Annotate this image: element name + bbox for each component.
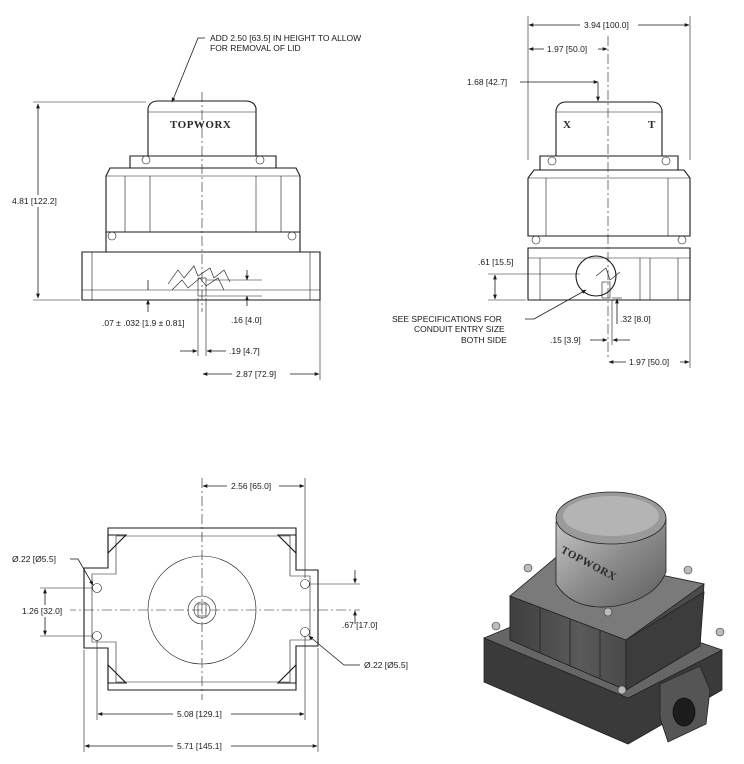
top-hole-dia-top: Ø.22 [Ø5.5] [12, 554, 56, 564]
front-brand-text: TOPWORX [170, 119, 231, 131]
side-half-width-bottom-dim: 1.97 [50.0] [629, 357, 669, 367]
top-hole-spacing-dim: 1.26 [32.0] [22, 606, 62, 616]
side-conduit-note-line3: BOTH SIDE [461, 335, 507, 345]
front-shaft-height-dim: .16 [4.0] [231, 315, 262, 325]
side-view: 3.94 [100.0] 1.97 [50.0] X T 1.68 [42.7] [392, 16, 691, 368]
front-tolerance-dim: .07 ± .032 [1.9 ± 0.81] [102, 318, 185, 328]
side-brand-left: X [563, 119, 571, 131]
side-brand-right: T [648, 119, 656, 131]
top-hole-row-offset-dim: .67 [17.0] [342, 620, 377, 630]
front-shaft-width-dim: .19 [4.7] [229, 346, 260, 356]
mount-hole-bottom-right [300, 627, 310, 637]
front-height-dim: 4.81 [122.2] [12, 196, 57, 206]
mount-hole-bottom-left [92, 631, 102, 641]
side-conduit-note-line2: CONDUIT ENTRY SIZE [414, 324, 505, 334]
front-lid-note-line1: ADD 2.50 [63.5] IN HEIGHT TO ALLOW [210, 33, 361, 43]
top-hole-span-dim: 5.08 [129.1] [177, 709, 222, 719]
side-conduit-note-line1: SEE SPECIFICATIONS FOR [392, 314, 502, 324]
side-conduit-circle [575, 255, 617, 297]
front-lid-note-line2: FOR REMOVAL OF LID [210, 43, 301, 53]
top-view: 2.56 [65.0] Ø.22 [Ø5.5] 1.26 [32.0] .67 … [12, 478, 408, 752]
side-shaft-offset-dim: .15 [3.9] [550, 335, 581, 345]
iso-view: TOPWORX [482, 491, 725, 745]
side-overall-width-dim: 3.94 [100.0] [584, 20, 629, 30]
top-hole-offset-dim: 2.56 [65.0] [231, 481, 271, 491]
top-hole-dia-bottom: Ø.22 [Ø5.5] [364, 660, 408, 670]
top-overall-length-dim: 5.71 [145.1] [177, 741, 222, 751]
front-view: TOPWORX ADD 2.50 [63.5] IN HEIGHT TO ALL… [9, 33, 361, 380]
front-half-width-dim: 2.87 [72.9] [236, 369, 276, 379]
side-shaft-depth-dim: .32 [8.0] [620, 314, 651, 324]
side-conduit-height-dim: .61 [15.5] [478, 257, 513, 267]
mount-hole-top-right [300, 579, 310, 589]
mount-hole-top-left [92, 583, 102, 593]
side-lid-height-dim: 1.68 [42.7] [467, 77, 507, 87]
side-half-width-top-dim: 1.97 [50.0] [547, 44, 587, 54]
